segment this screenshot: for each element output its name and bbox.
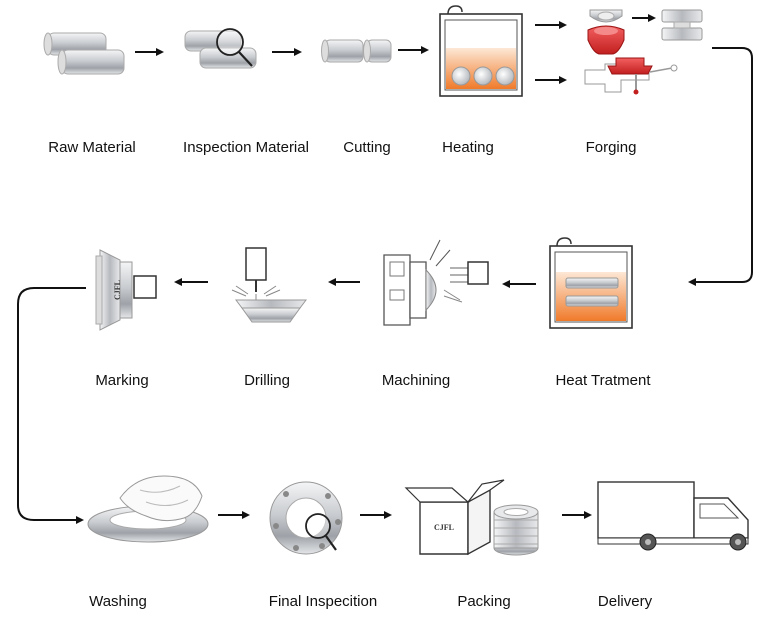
step-label-drilling: Drilling <box>244 372 290 389</box>
step-label-delivery: Delivery <box>597 593 653 610</box>
step-label-washing: Washing <box>89 593 147 610</box>
raw-material-bars-icon <box>43 32 125 75</box>
drilling-icon <box>231 247 307 323</box>
marking-stamp-text: CJFL <box>113 280 122 300</box>
step-label-inspection-material: Inspection Material <box>183 139 309 156</box>
forging-dies-icon <box>584 9 678 95</box>
step-label-cutting: Cutting <box>343 139 391 156</box>
forged-blank-icon <box>661 9 703 41</box>
step-label-final-inspection: Final Inspecition <box>268 593 378 610</box>
row-connector-line <box>688 47 753 286</box>
heating-furnace-icon <box>439 5 523 97</box>
step-label-forging: Forging <box>585 139 637 156</box>
packing-box-icon: CJFL <box>404 479 505 556</box>
packed-rings-stack-icon <box>493 504 539 556</box>
heat-treatment-furnace-icon <box>549 237 633 329</box>
marking-stamp-icon: CJFL <box>95 249 157 331</box>
row-connector-line <box>17 287 86 524</box>
step-label-marking: Marking <box>95 372 149 389</box>
step-label-machining: Machining <box>381 372 451 389</box>
delivery-truck-icon <box>597 481 749 551</box>
final-inspection-flange-icon <box>269 481 343 555</box>
step-label-heating: Heating <box>442 139 494 156</box>
lathe-machining-icon <box>383 239 489 326</box>
box-stamp-text: CJFL <box>434 523 454 532</box>
inspection-magnifier-icon <box>184 28 257 69</box>
step-label-packing: Packing <box>457 593 511 610</box>
step-label-raw-material: Raw Material <box>48 139 136 156</box>
cutting-bars-icon <box>321 39 392 63</box>
washing-ring-cloth-icon <box>87 475 209 543</box>
step-label-heat-treatment: Heat Tratment <box>555 372 651 389</box>
